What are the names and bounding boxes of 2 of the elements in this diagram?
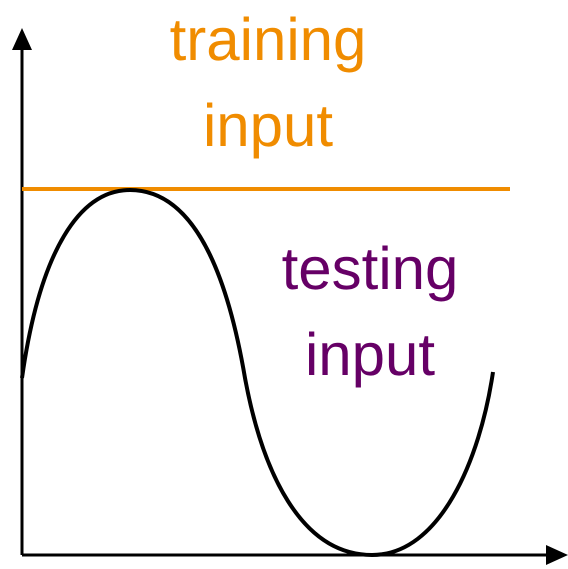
curve-label: training input (168, 5, 368, 161)
curve-label: testing input (280, 234, 460, 390)
